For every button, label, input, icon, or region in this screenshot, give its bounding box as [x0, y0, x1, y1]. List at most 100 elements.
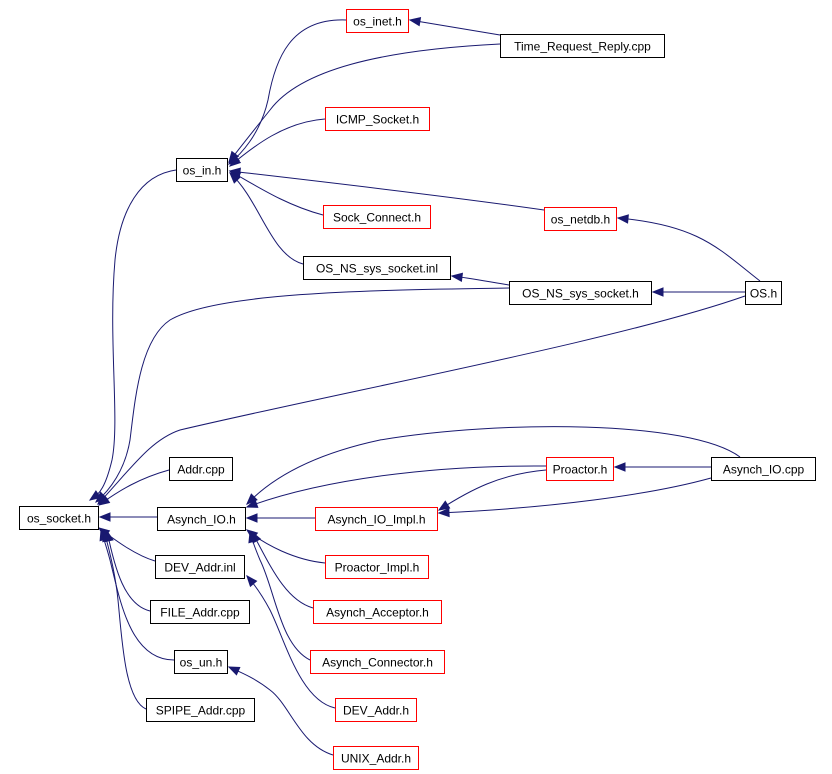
node-label: DEV_Addr.h	[343, 704, 409, 718]
edge-line	[617, 217, 761, 282]
edge-asynch_connector-to-asynch_io_h	[248, 530, 311, 661]
edge-line	[409, 19, 501, 36]
node-box[interactable]	[176, 158, 228, 182]
node-spipe-addr[interactable]: SPIPE_Addr.cpp	[146, 698, 255, 722]
node-file-addr[interactable]: FILE_Addr.cpp	[150, 600, 250, 624]
node-box[interactable]	[323, 205, 431, 229]
edge-sock_connect-to-os_in	[228, 170, 324, 216]
edge-line	[229, 172, 304, 265]
edge-line	[246, 465, 547, 508]
edge-os_netdb-to-os_in	[228, 167, 545, 211]
node-unix-addr[interactable]: UNIX_Addr.h	[333, 746, 419, 770]
node-box[interactable]	[157, 507, 246, 531]
node-box[interactable]	[346, 9, 409, 33]
node-box[interactable]	[333, 746, 419, 770]
arrowhead	[616, 214, 629, 224]
edge-line	[249, 531, 311, 661]
edge-line	[228, 43, 501, 163]
node-label: FILE_Addr.cpp	[160, 606, 240, 620]
node-dev-addr-h[interactable]: DEV_Addr.h	[335, 698, 417, 722]
node-box[interactable]	[174, 650, 228, 674]
edge-ns_h-to-ns_inl	[450, 272, 510, 286]
edges-layer	[88, 17, 761, 756]
node-os-un[interactable]: os_un.h	[174, 650, 228, 674]
edge-icmp-to-os_in	[228, 118, 326, 167]
node-box[interactable]	[150, 600, 250, 624]
node-label: Asynch_Connector.h	[322, 656, 433, 670]
node-os-in[interactable]: os_in.h	[176, 158, 228, 182]
node-label: UNIX_Addr.h	[341, 752, 411, 766]
node-asynch-connector[interactable]: Asynch_Connector.h	[310, 650, 445, 674]
arrowhead	[450, 272, 464, 282]
node-box[interactable]	[315, 507, 438, 531]
node-box[interactable]	[146, 698, 255, 722]
node-os-netdb[interactable]: os_netdb.h	[544, 207, 617, 231]
arrowhead	[97, 495, 111, 506]
edge-asynch_io_cpp-to-asynch_io_impl	[437, 477, 712, 518]
node-asynch-io-impl[interactable]: Asynch_IO_Impl.h	[315, 507, 438, 531]
node-icmp[interactable]: ICMP_Socket.h	[325, 107, 430, 131]
edge-line	[438, 469, 547, 511]
node-os-h[interactable]: OS.h	[745, 281, 782, 305]
edge-line	[229, 170, 545, 211]
edge-asynch_acceptor-to-asynch_io_h	[251, 530, 314, 609]
edge-spipe_addr-to-os_socket	[102, 529, 147, 710]
node-box[interactable]	[500, 34, 665, 58]
node-proactor-impl[interactable]: Proactor_Impl.h	[325, 555, 429, 579]
arrowhead	[437, 500, 451, 511]
node-time-rr[interactable]: Time_Request_Reply.cpp	[500, 34, 665, 58]
node-label: Proactor_Impl.h	[335, 561, 420, 575]
edge-ns_inl-to-os_in	[229, 172, 304, 265]
node-label: OS.h	[750, 287, 777, 301]
edge-line	[228, 666, 334, 756]
node-box[interactable]	[155, 555, 245, 579]
edge-os_h-to-ns_h	[651, 287, 745, 297]
node-label: Asynch_Acceptor.h	[326, 606, 429, 620]
arrowhead	[98, 512, 111, 522]
node-box[interactable]	[325, 555, 429, 579]
node-box[interactable]	[711, 457, 816, 481]
node-box[interactable]	[544, 207, 617, 231]
node-box[interactable]	[19, 506, 99, 530]
node-label: os_netdb.h	[551, 213, 610, 227]
node-asynch-io-h[interactable]: Asynch_IO.h	[157, 507, 246, 531]
node-dev-addr-inl[interactable]: DEV_Addr.inl	[155, 555, 245, 579]
node-box[interactable]	[169, 457, 233, 481]
edge-asynch_io_impl-to-asynch_io_h	[245, 513, 315, 523]
node-label: Sock_Connect.h	[333, 211, 421, 225]
edge-line	[89, 169, 177, 501]
node-box[interactable]	[335, 698, 417, 722]
edge-ns_h-to-os_socket	[95, 287, 510, 503]
node-box[interactable]	[509, 281, 652, 305]
arrowhead	[245, 498, 259, 508]
arrowhead	[437, 507, 450, 518]
node-box[interactable]	[325, 107, 430, 131]
node-box[interactable]	[745, 281, 782, 305]
node-box[interactable]	[546, 457, 614, 481]
edge-line	[103, 530, 147, 710]
edge-asynch_io_cpp-to-proactor	[613, 462, 712, 472]
node-box[interactable]	[313, 600, 442, 624]
arrowhead	[245, 513, 258, 523]
node-label: OS_NS_sys_socket.h	[522, 287, 639, 301]
node-proactor[interactable]: Proactor.h	[546, 457, 614, 481]
node-os-inet[interactable]: os_inet.h	[346, 9, 409, 33]
edge-line	[106, 530, 151, 612]
node-box[interactable]	[303, 256, 451, 280]
edge-asynch_io_h-to-os_socket	[98, 512, 157, 522]
node-ns-inl[interactable]: OS_NS_sys_socket.inl	[303, 256, 451, 280]
edge-os_in-to-os_socket	[88, 169, 177, 501]
node-sock-connect[interactable]: Sock_Connect.h	[323, 205, 431, 229]
node-addr-cpp[interactable]: Addr.cpp	[169, 457, 233, 481]
node-ns-h[interactable]: OS_NS_sys_socket.h	[509, 281, 652, 305]
nodes-layer: os_socket.h os_inet.hTime_Request_Reply.c…	[19, 9, 816, 770]
edge-line	[438, 477, 712, 514]
node-asynch-io-cpp[interactable]: Asynch_IO.cpp	[711, 457, 816, 481]
arrowhead	[228, 155, 242, 167]
node-os-socket[interactable]: os_socket.h	[19, 506, 99, 530]
node-asynch-acceptor[interactable]: Asynch_Acceptor.h	[313, 600, 442, 624]
node-label: Addr.cpp	[177, 463, 225, 477]
node-label: DEV_Addr.inl	[164, 561, 235, 575]
edge-line	[100, 529, 175, 661]
node-box[interactable]	[310, 650, 445, 674]
